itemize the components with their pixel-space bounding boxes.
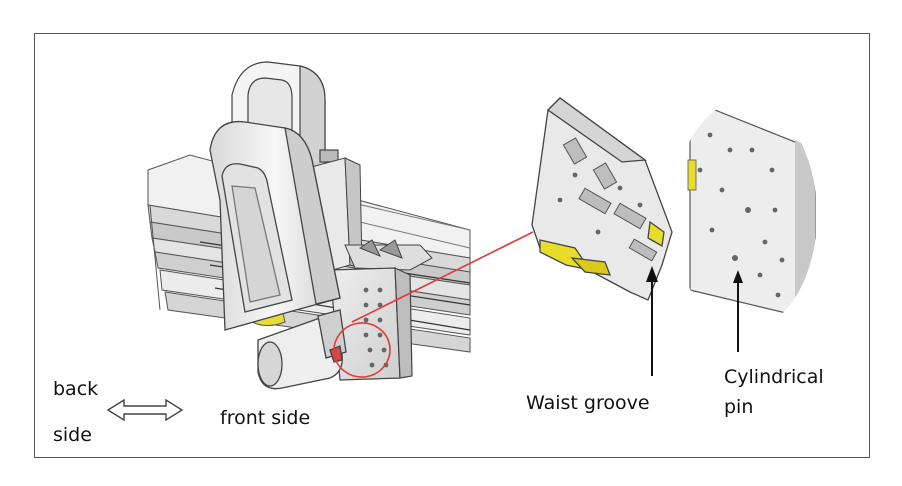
label-side: side (53, 424, 92, 446)
waist-groove-arrowhead (646, 266, 658, 282)
front-arm (209, 120, 347, 390)
label-cylindrical: Cylindrical (724, 366, 824, 388)
cylindrical-pin-detail (673, 100, 817, 330)
callout-line (351, 231, 534, 323)
machine-assembly (147, 61, 534, 390)
callout-circle (333, 322, 391, 378)
cylindrical-pin-arrowhead (733, 270, 743, 283)
label-front-side: front side (220, 407, 311, 429)
label-pin: pin (724, 396, 754, 418)
pointer-arrows (646, 266, 743, 376)
label-back: back (53, 378, 99, 400)
label-waist-groove: Waist groove (526, 392, 650, 414)
detail-callout (333, 231, 534, 378)
double-headed-arrow-icon (106, 398, 184, 422)
waist-groove-detail (531, 97, 673, 301)
